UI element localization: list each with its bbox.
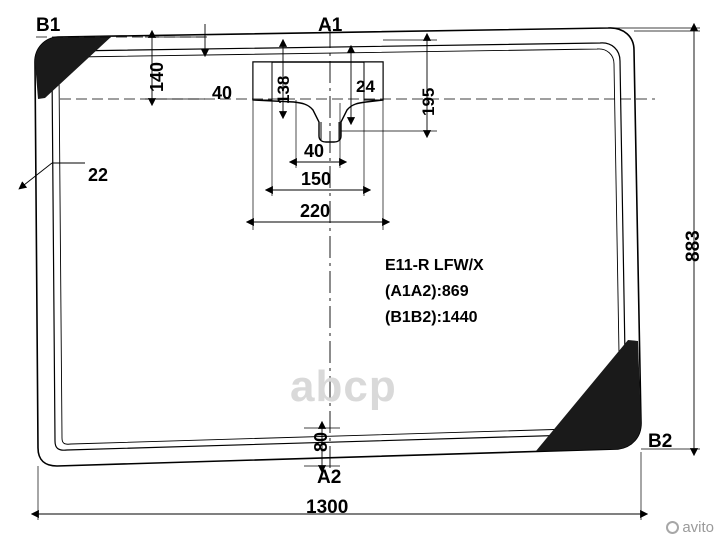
- dimension-1300: 1300: [306, 497, 349, 518]
- dimension-a1a2: (A1A2):869: [385, 283, 469, 300]
- marking-code: E11-R LFW/X: [385, 257, 484, 274]
- dimension-883: 883: [683, 230, 704, 262]
- dimension-b1b2: (B1B2):1440: [385, 309, 478, 326]
- dimension-80: 80: [311, 431, 331, 452]
- dimension-140: 140: [147, 61, 167, 92]
- avito-dot-icon: [666, 521, 680, 534]
- dimension-150: 150: [301, 169, 332, 189]
- dimension-22: 22: [88, 165, 109, 185]
- corner-label-a1: A1: [318, 15, 343, 36]
- ceramic-corner-patches: [35, 36, 641, 451]
- corner-label-b2: B2: [648, 431, 673, 452]
- dimension-40-inner: 40: [304, 141, 325, 161]
- corner-label-a2: A2: [317, 467, 342, 488]
- avito-label: avito: [682, 519, 714, 536]
- witness-lines: [37, 27, 700, 520]
- dimension-40-top: 40: [212, 83, 233, 103]
- dimension-arrows: [18, 22, 699, 519]
- dimension-195: 195: [419, 87, 438, 116]
- windshield-outline: [34, 27, 642, 467]
- dimension-138: 138: [274, 75, 293, 104]
- avito-logo: avito: [666, 519, 714, 536]
- corner-label-b1: B1: [36, 15, 61, 36]
- dimension-24: 24: [356, 77, 375, 96]
- watermark-abcp: abcp: [290, 362, 397, 411]
- dimension-220: 220: [300, 201, 331, 221]
